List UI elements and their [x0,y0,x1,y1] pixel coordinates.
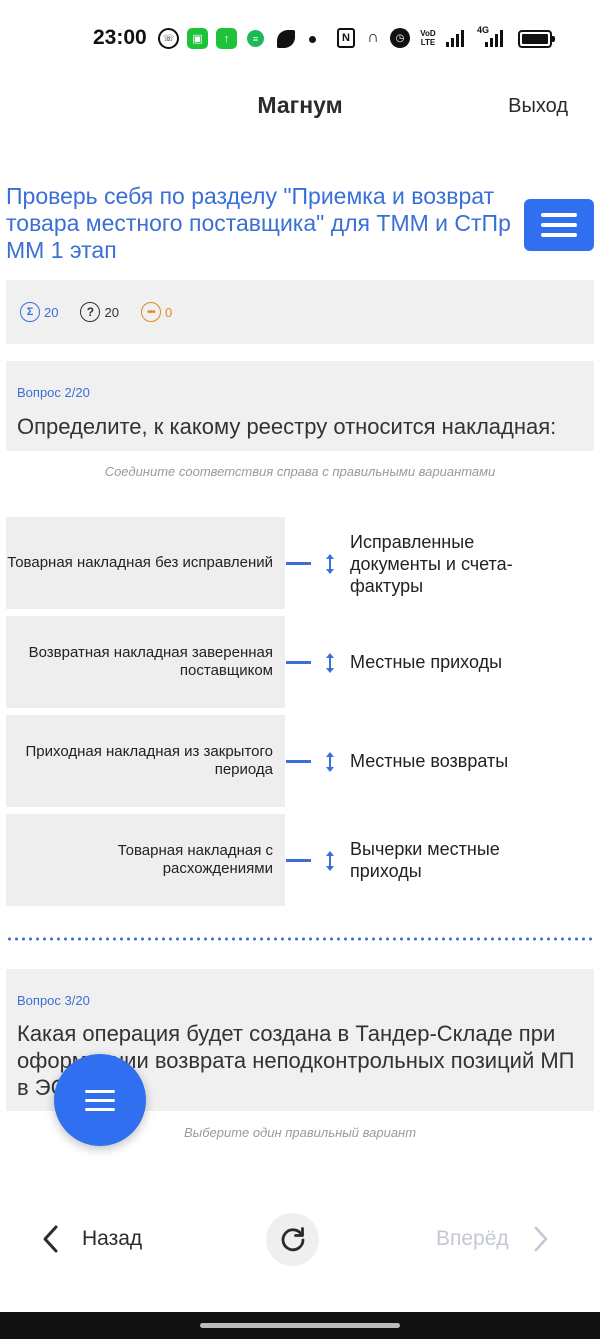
match-connector [286,760,311,763]
nfc-icon: N [337,28,355,48]
back-button[interactable]: Назад [40,1222,142,1256]
question-hint: Соедините соответствия справа с правильн… [104,464,496,479]
refresh-icon [281,1226,304,1251]
status-time: 23:00 [93,26,147,49]
4g-signal-icon [479,28,509,48]
alarm-icon: ◷ [390,28,410,48]
match-right-item[interactable]: Вычерки местные приходы [350,839,500,881]
battery-icon [518,30,555,48]
drag-handle-icon[interactable] [325,553,335,575]
spotify-icon: ≡ [247,30,264,47]
list-icon [85,1089,115,1093]
match-connector [286,562,311,565]
upload-icon: ↑ [216,28,237,49]
chevron-right-icon [534,1226,547,1252]
match-left-item: Товарная накладная без исправлений [6,517,285,609]
drag-handle-icon[interactable] [325,850,335,872]
headphones-icon: ∩ [367,29,379,46]
dot-icon [309,36,316,43]
match-connector [286,661,311,664]
questions-menu-fab[interactable] [54,1054,146,1146]
home-indicator[interactable] [200,1323,400,1328]
drag-handle-icon[interactable] [325,652,335,674]
drag-handle-icon[interactable] [325,751,335,773]
stat-skipped-value: 0 [164,304,173,320]
signal-icon [444,28,466,48]
stat-total: Σ 20 [20,302,58,322]
match-right-item[interactable]: Местные возвраты [350,751,509,771]
question-number: Вопрос 3/20 [17,993,90,1008]
question-icon: ? [80,302,101,322]
refresh-button[interactable] [266,1213,319,1266]
chevron-left-icon [43,1225,58,1253]
status-bar: 23:00 ☏ ▣ ↑ ≡ N ∩ ◷ VoD LTE 4G [0,0,600,78]
exit-button[interactable]: Выход [508,95,568,117]
back-label: Назад [82,1227,143,1250]
question-hint: Выберите один правильный вариант [183,1125,417,1140]
menu-icon [541,213,577,217]
match-connector [286,859,311,862]
leaf-icon [277,30,295,48]
volte-bottom-label: LTE [420,38,436,47]
volte-icon: VoD LTE [417,28,439,48]
stats-bar: Σ 20 ? 20 ••• 0 [6,280,594,344]
app-title: Магнум [257,92,343,118]
match-left-item: Возвратная накладная заверенная поставщи… [6,616,285,708]
menu-button[interactable] [524,199,594,251]
question-number: Вопрос 2/20 [17,385,90,400]
forward-button[interactable]: Вперёд [436,1222,549,1256]
stat-unanswered: ? 20 [80,302,119,322]
forward-label: Вперёд [436,1227,509,1250]
volte-top-label: VoD [420,29,436,38]
question-separator [6,937,594,941]
ellipsis-icon: ••• [140,302,161,322]
sigma-icon: Σ [20,302,40,322]
match-left-item: Товарная накладная с расхождениями [6,814,285,906]
whatsapp-icon: ☏ [158,28,179,49]
stat-unanswered-value: 20 [104,304,119,320]
system-navigation-bar [0,1312,600,1339]
question-card: Вопрос 3/20 Какая операция будет создана… [6,969,594,1111]
question-text: Какая операция будет создана в Тандер-Ск… [17,1021,575,1100]
question-text: Определите, к какому реестру относится н… [17,414,557,439]
network-label: 4G [477,25,490,35]
match-left-item: Приходная накладная из закрытого периода [6,715,285,807]
stat-total-value: 20 [44,304,59,320]
match-right-item[interactable]: Исправленные документы и счета-фактуры [350,532,513,596]
match-right-item[interactable]: Местные приходы [350,652,503,672]
question-card: Вопрос 2/20 Определите, к какому реестру… [6,361,594,451]
green-app-icon: ▣ [187,28,208,49]
stat-skipped: ••• 0 [140,302,173,322]
test-title: Проверь себя по разделу "Приемка и возвр… [6,183,511,263]
